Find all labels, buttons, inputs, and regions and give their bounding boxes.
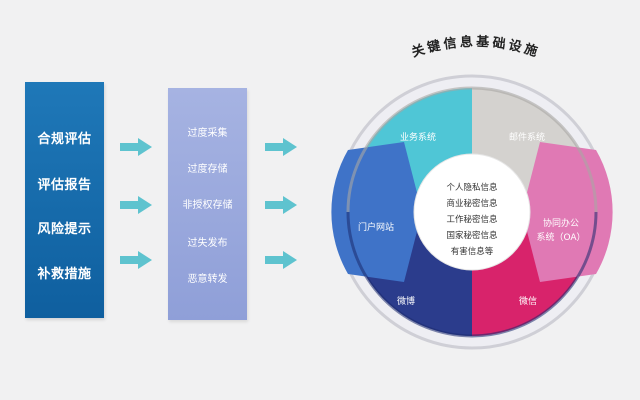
segment-label-weibo: 微博: [397, 295, 415, 307]
mid-item-unauthorized-storage: 非授权存储: [182, 200, 233, 211]
arrow-icon: [120, 196, 152, 214]
segment-label-business: 业务系统: [400, 131, 436, 143]
mid-item-over-collection: 过度采集: [187, 128, 228, 139]
mid-item-over-storage: 过度存储: [187, 164, 228, 175]
left-item-remedy: 补救措施: [37, 267, 92, 282]
segment-portal: [331, 142, 422, 282]
segment-label-oa: 协同办公: [543, 217, 579, 229]
risk-behavior-panel: 过度采集 过度存储 非授权存储 过失发布 恶意转发: [168, 88, 247, 320]
segment-label-portal: 门户网站: [358, 221, 394, 233]
wheel-title: 关键信息基础设施: [410, 34, 540, 61]
center-line: 商业秘密信息: [446, 198, 498, 209]
center-line: 工作秘密信息: [446, 214, 498, 225]
segment-oa: [522, 142, 613, 282]
center-line: 国家秘密信息: [446, 230, 498, 241]
svg-text:关键信息基础设施: 关键信息基础设施: [410, 34, 543, 61]
segment-label-mail: 邮件系统: [509, 131, 545, 143]
arrow-icon: [120, 138, 152, 156]
arrow-icon: [120, 251, 152, 269]
center-circle: [413, 153, 531, 271]
segment-label-oa-2: 系统（OA）: [536, 231, 585, 243]
arrow-icon: [265, 138, 297, 156]
arrow-icon: [265, 251, 297, 269]
center-line: 个人隐私信息: [446, 182, 498, 193]
left-item-compliance: 合规评估: [37, 132, 92, 147]
arrow-icon: [265, 196, 297, 214]
mid-item-malicious-forward: 恶意转发: [187, 274, 228, 285]
center-line: 有害信息等: [451, 246, 494, 257]
mid-item-negligent-release: 过失发布: [187, 238, 228, 249]
left-item-risk: 风险提示: [37, 222, 92, 237]
left-item-report: 评估报告: [37, 178, 92, 193]
segment-label-wechat: 微信: [519, 295, 537, 307]
assessment-panel: 合规评估 评估报告 风险提示 补救措施: [25, 82, 104, 318]
